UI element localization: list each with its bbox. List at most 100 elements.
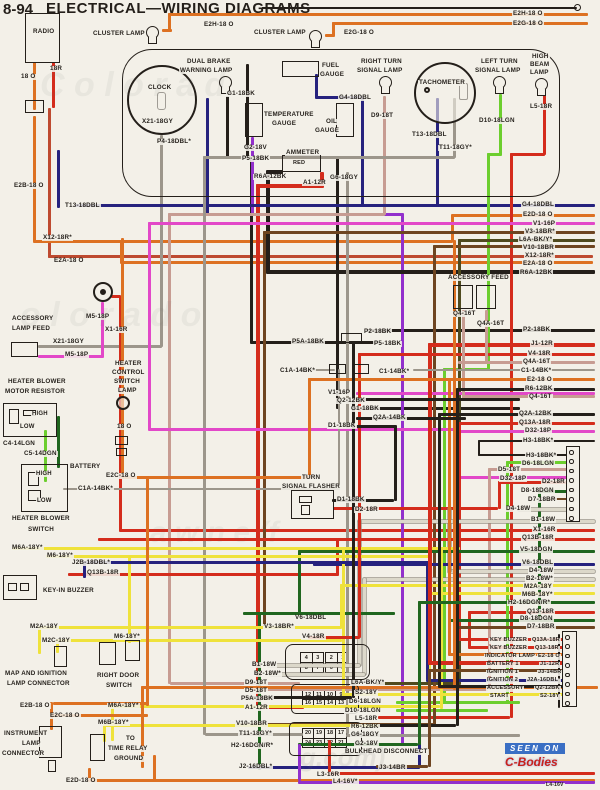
c-bodies-logo: C-Bodies	[505, 755, 558, 769]
wire-label: LAMP	[117, 387, 138, 395]
wire-segment	[48, 255, 593, 258]
wire-label: D6-18LGN	[521, 460, 556, 468]
wire-label: Q13-18R	[534, 645, 560, 652]
wire-segment	[468, 611, 471, 648]
wire-label: WARNING LAMP	[179, 67, 234, 75]
wire-label: L5-18R	[354, 715, 379, 723]
wire-label: R6A-12BK	[253, 173, 288, 181]
watermark-badge: SEEN ON C-Bodies	[505, 743, 565, 769]
wire-label: HEATER BLOWER	[7, 378, 67, 386]
wire-segment	[333, 507, 498, 510]
wire-segment	[426, 561, 429, 680]
wire-label: Q2A-14BK	[372, 414, 407, 422]
wire-label: GAUGE	[271, 120, 298, 128]
wire-segment	[56, 639, 342, 642]
wire-label: M2C-18Y	[41, 637, 71, 645]
wire-segment	[52, 62, 55, 108]
wire-segment	[320, 172, 324, 184]
wire-segment	[346, 734, 520, 737]
component-box	[20, 583, 29, 591]
wire-segment	[510, 153, 513, 718]
wire-label: J2B-18DBL*	[71, 559, 112, 567]
wire-label: LAMP CONNECTOR	[6, 680, 71, 688]
wire-label: H3-18BK*	[522, 437, 555, 445]
wire-segment	[356, 407, 520, 410]
wire-label: D1-18BK	[327, 422, 357, 430]
wire-label: B2-18W*	[525, 575, 554, 583]
wire-label: LAMP	[21, 740, 42, 748]
wire-segment	[251, 137, 254, 215]
component-box	[8, 583, 17, 591]
wire-label: J1-12R	[530, 340, 554, 348]
wire-label: TIME RELAY	[107, 745, 149, 753]
pin-hole	[569, 506, 574, 512]
wire-label: 18 O	[116, 423, 133, 431]
wire-label: H2-16DGN/R*	[507, 599, 552, 607]
wire-label: IGNITION 1	[486, 669, 520, 676]
wire-segment	[226, 96, 229, 158]
wire-segment	[153, 755, 156, 781]
wire-segment	[438, 413, 441, 687]
wire-label: D4-18W	[505, 505, 532, 513]
pin-hole	[569, 450, 574, 455]
wire-segment	[168, 13, 171, 31]
wire-label: P5-18BK	[373, 340, 403, 348]
wire-segment	[338, 369, 340, 490]
wire-label: C1-14BK*	[520, 367, 553, 375]
wire-label: X1-16R	[532, 526, 557, 534]
wire-label: L3-16R	[316, 771, 341, 779]
connector-strip	[562, 631, 577, 707]
wire-label: KEY BUZZER	[489, 645, 529, 652]
wire-segment	[358, 520, 595, 523]
wire-label: RIGHT DOOR	[96, 672, 141, 680]
wire-label: J3-14BR	[537, 669, 563, 676]
wire-label: P2-18BK	[522, 326, 552, 334]
wire-label: G2-18V	[354, 740, 379, 748]
wire-label: E2D-18 O	[522, 211, 554, 219]
wire-label: P5A-18BK	[291, 338, 326, 346]
component-box	[115, 436, 128, 445]
wire-segment	[121, 476, 311, 479]
wire-segment	[38, 345, 162, 348]
wire-label: J2-16DBL*	[238, 763, 274, 771]
wire-label: V5-18DGN	[519, 546, 554, 554]
wire-label: H3-18BK*	[525, 452, 558, 460]
wire-segment	[336, 156, 339, 409]
wire-segment	[148, 428, 456, 431]
wire-segment	[418, 601, 595, 604]
wire-label: START	[489, 693, 510, 700]
wire-segment	[246, 64, 249, 158]
wire-segment	[332, 22, 588, 25]
component-box	[125, 640, 140, 661]
wire-label: R6A-12BK	[519, 269, 554, 277]
wire-label: L4-16V	[545, 782, 565, 788]
wire-label: V10-18BR	[235, 720, 268, 728]
component-box	[25, 13, 60, 63]
pin-hole	[565, 672, 570, 678]
wire-segment	[203, 156, 206, 735]
wire-label: BATTERY	[69, 463, 102, 471]
wire-segment	[141, 686, 144, 768]
wire-label: SWITCH	[105, 682, 134, 690]
wire-label: J2A-16DBL*	[526, 677, 562, 684]
wire-segment	[48, 108, 51, 258]
wire-segment	[543, 93, 546, 155]
pin-hole	[569, 478, 574, 483]
wire-segment	[246, 696, 352, 699]
wire-label: T11-18GY*	[238, 730, 273, 738]
pin-hole	[565, 644, 570, 649]
wire-label: RADIO	[32, 28, 56, 36]
wire-segment	[111, 295, 121, 298]
wire-label: TEMPERATURE	[263, 111, 315, 119]
wire-segment	[268, 664, 360, 667]
wire-segment	[170, 682, 300, 685]
wire-label: GAUGE	[319, 71, 346, 79]
wire-label: D2-18R	[541, 478, 566, 486]
component-box	[99, 642, 116, 665]
wire-segment	[488, 468, 568, 471]
wire-segment	[453, 98, 456, 158]
wire-segment	[546, 498, 568, 500]
wire-label: V3-18BR*	[263, 623, 295, 631]
wire-label: B2-18W*	[253, 670, 282, 678]
wire-segment	[88, 768, 91, 781]
